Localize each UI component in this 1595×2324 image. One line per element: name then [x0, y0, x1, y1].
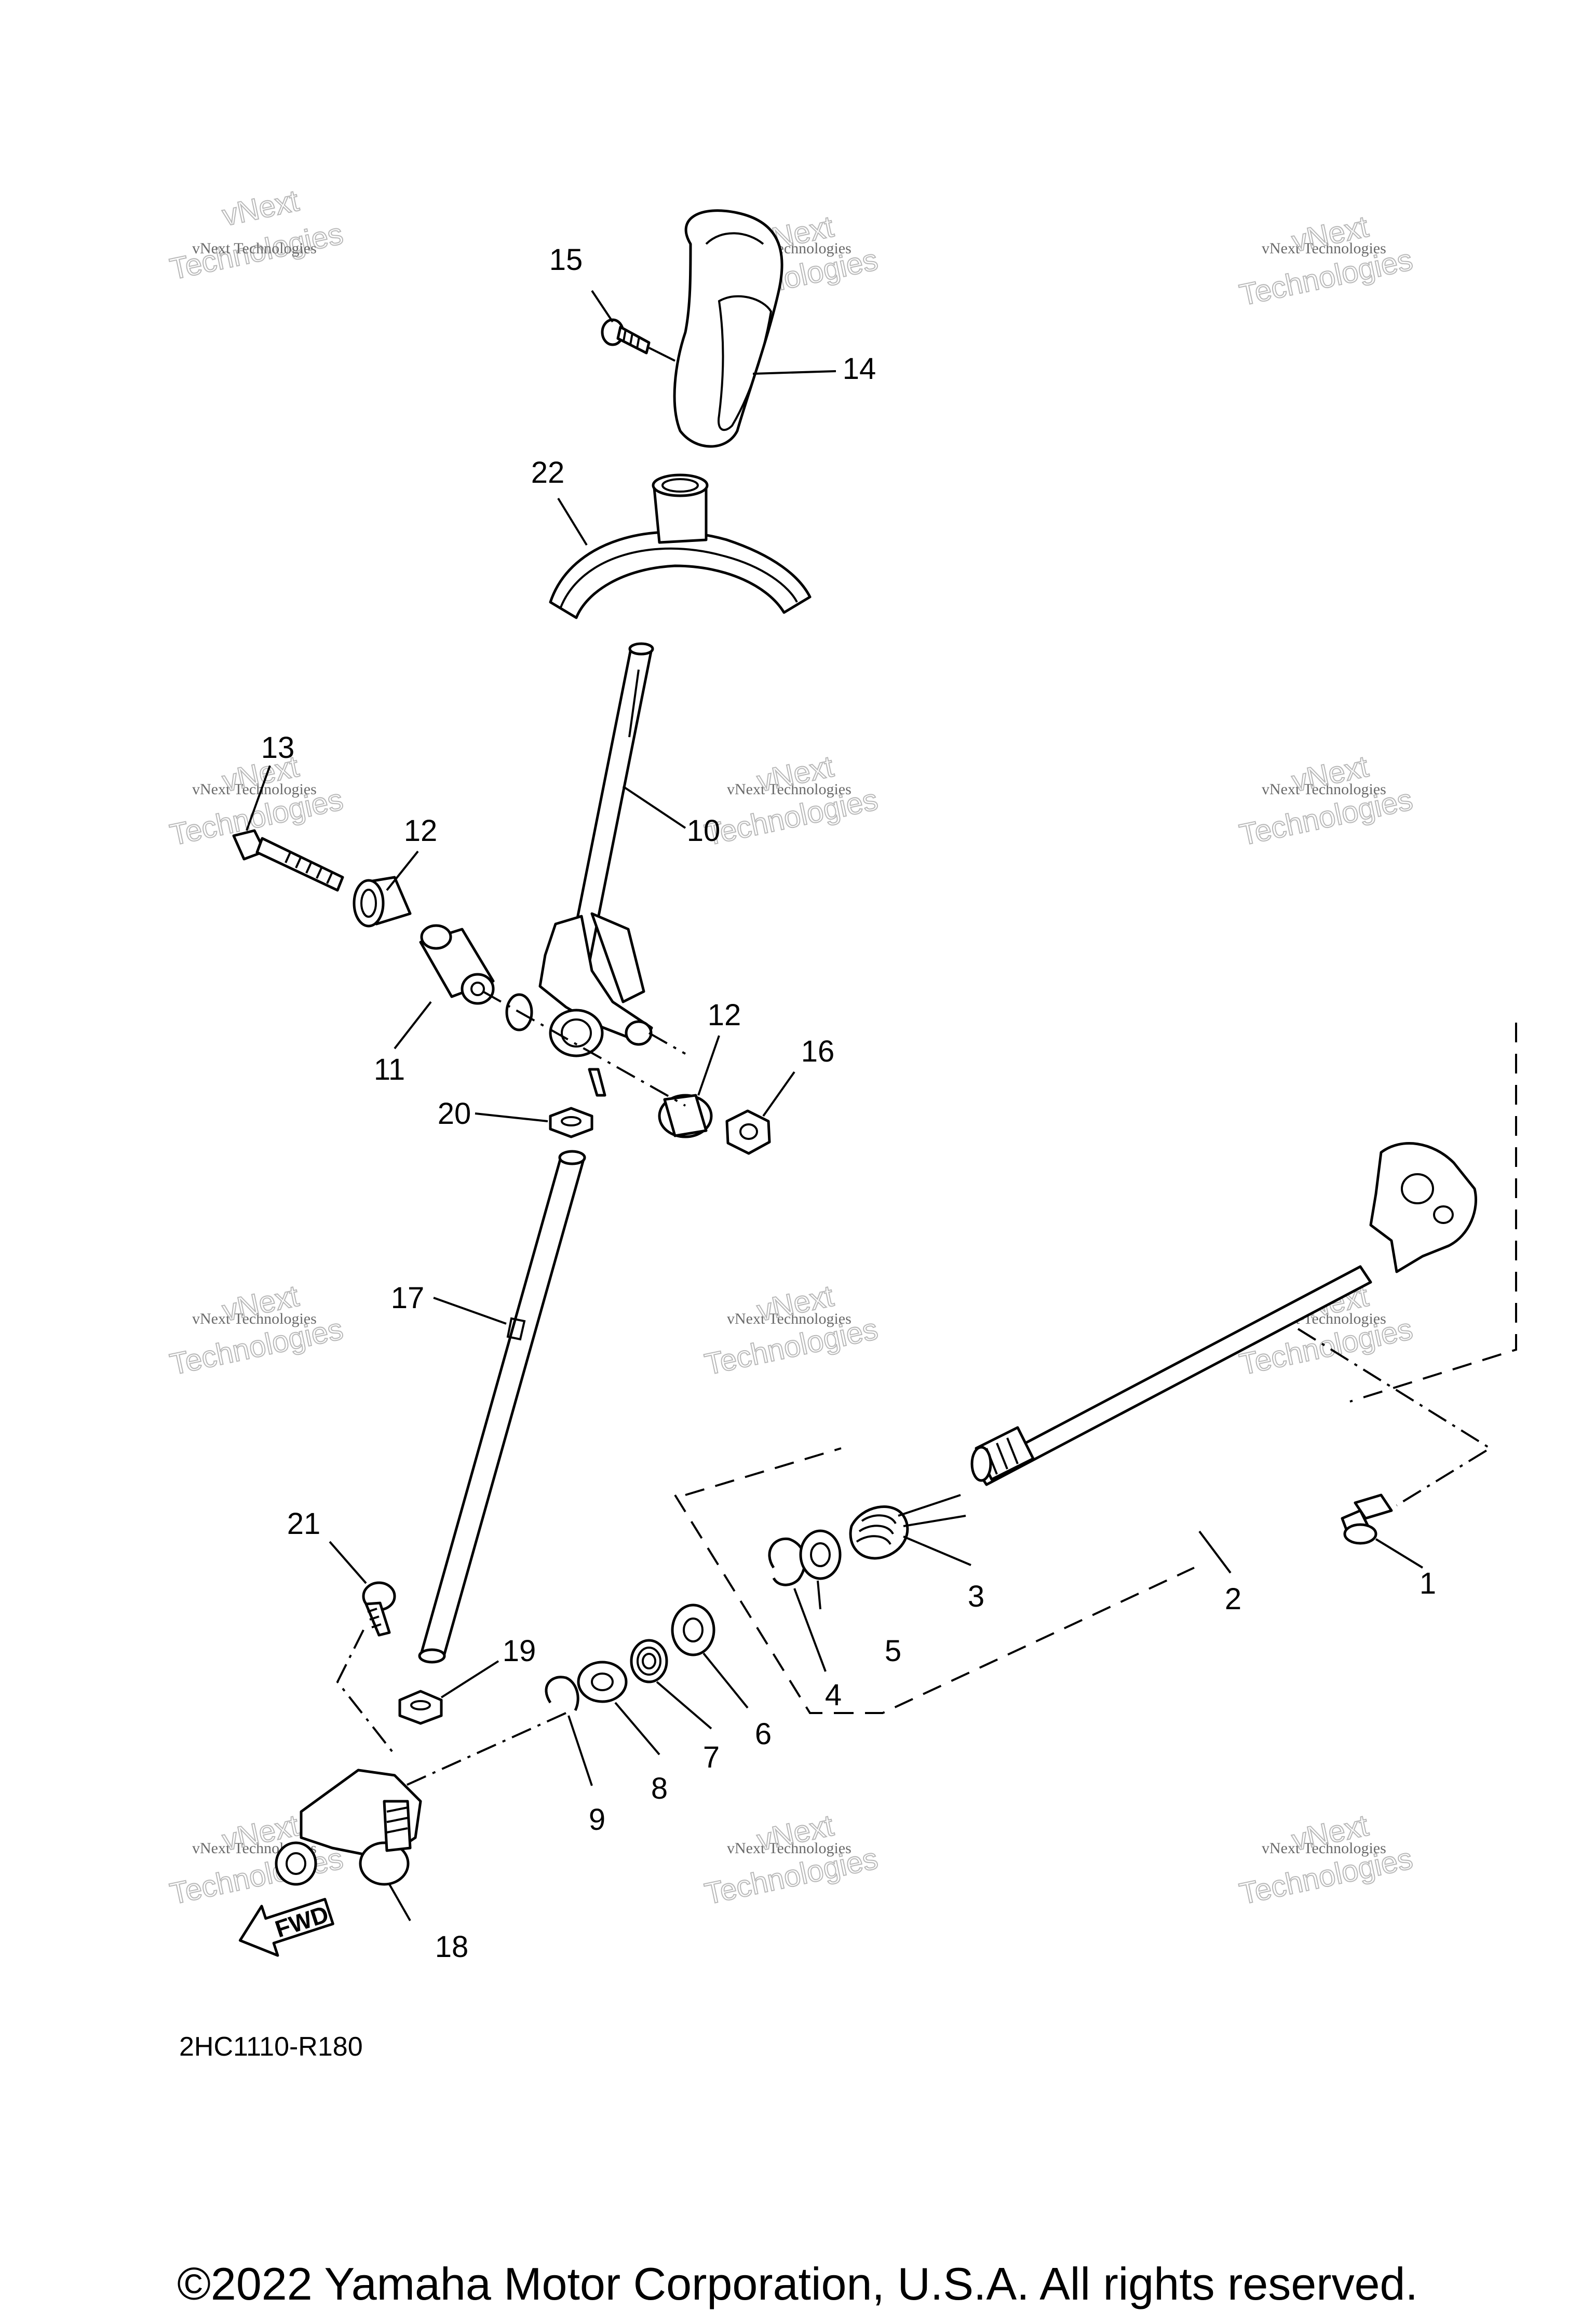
leader-lines	[246, 290, 1424, 1921]
callout-22: 22	[531, 456, 565, 490]
part-18-nut	[398, 1690, 443, 1725]
part-7-oil-seal	[630, 1639, 668, 1683]
part-15-shift-knob	[673, 209, 783, 448]
copyright-notice: ©2022 Yamaha Motor Corporation, U.S.A. A…	[177, 2258, 1418, 2309]
part-12-bushing-right	[658, 1094, 713, 1138]
part-19-nut	[549, 1107, 593, 1138]
callout-1: 1	[1420, 1567, 1436, 1600]
part-12-bushing-left	[353, 876, 412, 928]
callout-7: 7	[703, 1741, 720, 1774]
part-20-shift-link	[275, 1769, 422, 1886]
callout-13: 13	[261, 731, 295, 765]
part-11-collar	[419, 924, 495, 1005]
part-22-shift-cover	[549, 473, 812, 619]
watermark-small: vNext Technologies	[192, 240, 317, 257]
part-6-washer	[671, 1603, 715, 1656]
callout-2: 2	[1225, 1582, 1241, 1616]
callout-numbers: 15 14 22 10 13 12 11 12 16 20 17 19 21 1…	[261, 243, 1436, 1964]
fwd-arrow-icon: FWD	[238, 1898, 334, 1957]
alignment-lines	[336, 990, 1492, 1787]
watermark-small: vNext Technologies	[727, 1840, 851, 1857]
callout-5: 5	[885, 1634, 901, 1668]
watermark: vNext Technologies	[167, 183, 347, 287]
watermark-small: vNext Technologies	[1262, 1840, 1386, 1857]
callout-10: 10	[687, 814, 721, 848]
callout-15: 14	[843, 352, 876, 386]
part-14-nut	[725, 1109, 771, 1155]
callout-16: 15	[549, 243, 583, 277]
part-13-bolt	[232, 829, 344, 892]
part-5-washer	[799, 1529, 842, 1580]
callout-9: 9	[589, 1803, 605, 1837]
callout-20: 18	[435, 1930, 469, 1964]
callout-3: 3	[968, 1580, 984, 1613]
part-2-shift-shaft	[970, 1142, 1478, 1486]
callout-19: 20	[438, 1097, 471, 1131]
part-10-shift-lever	[505, 642, 654, 1097]
callout-12-right: 12	[708, 998, 741, 1032]
callout-11: 11	[374, 1053, 405, 1086]
callout-12-left: 12	[404, 814, 438, 848]
callout-4: 4	[825, 1678, 842, 1712]
part-17-shift-rod	[418, 1150, 586, 1664]
watermark-small: vNext Technologies	[727, 781, 851, 798]
part-4-e-clip	[768, 1537, 806, 1586]
watermarks: vNext Technologies vNext Technologies vN…	[167, 183, 1416, 1912]
assembly-outline	[674, 1023, 1517, 1714]
watermark-small: vNext Technologies	[727, 1310, 851, 1327]
callout-21: 21	[287, 1507, 321, 1541]
part-21-bolt	[362, 1581, 396, 1637]
diagram-part-code: 2HC1110-R180	[179, 2032, 363, 2062]
part-16-screw	[601, 318, 675, 362]
watermark-small: vNext Technologies	[1262, 781, 1386, 798]
part-9-circlip	[545, 1676, 579, 1711]
callout-8: 8	[651, 1772, 668, 1805]
callout-17: 17	[391, 1281, 425, 1315]
watermark-small: vNext Technologies	[192, 781, 317, 798]
callout-18: 19	[503, 1634, 536, 1668]
watermark-small: vNext Technologies	[1262, 240, 1386, 257]
watermark-big-1: vNext	[219, 184, 302, 233]
part-1-bolt	[1341, 1493, 1393, 1545]
watermark: vNext Technologies	[1236, 209, 1416, 313]
part-8-washer	[577, 1661, 628, 1703]
part-3-spring	[849, 1494, 966, 1560]
callout-6: 6	[755, 1717, 772, 1751]
callout-14: 16	[801, 1035, 835, 1068]
watermark-small: vNext Technologies	[192, 1310, 317, 1327]
